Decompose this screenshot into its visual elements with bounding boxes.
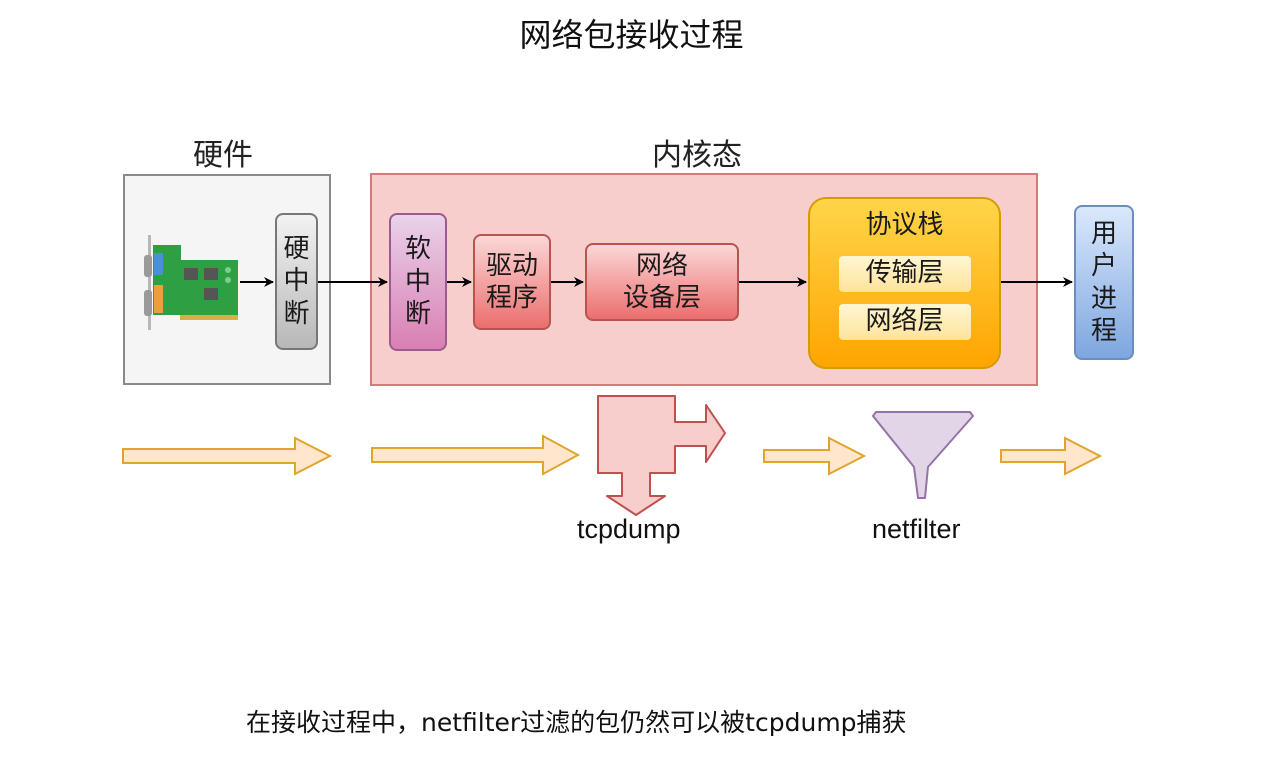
- transport-layer: 传输层: [838, 255, 971, 292]
- flow-arrow-4: [1000, 436, 1103, 476]
- netdev-label-line: 网络: [635, 250, 688, 281]
- tcpdump-split-icon: [597, 395, 726, 516]
- soft-irq-char: 断: [404, 299, 431, 330]
- hard-interrupt-node: 硬 中 断: [275, 213, 318, 350]
- kernel-label: 内核态: [652, 138, 742, 173]
- hard-irq-char: 断: [283, 298, 310, 329]
- protocol-stack-node: 协议栈 传输层 网络层: [808, 197, 1001, 369]
- network-card-icon: [144, 235, 238, 330]
- diagram-title: 网络包接收过程: [519, 16, 744, 54]
- flow-arrow-2: [371, 434, 581, 476]
- user-proc-char: 进: [1090, 283, 1117, 314]
- user-proc-char: 程: [1090, 316, 1117, 346]
- tcpdump-label: tcpdump: [577, 514, 681, 544]
- driver-label-line: 程序: [485, 283, 538, 313]
- user-proc-char: 用: [1090, 218, 1117, 249]
- flow-arrow-3: [763, 436, 867, 476]
- flow-arrow-1: [122, 436, 333, 476]
- network-device-node: 网络 设备层: [585, 243, 739, 321]
- soft-irq-char: 中: [404, 266, 431, 297]
- netfilter-funnel-icon: [872, 411, 974, 499]
- soft-irq-char: 软: [404, 234, 431, 265]
- diagram-caption: 在接收过程中，netfilter过滤的包仍然可以被tcpdump捕获: [246, 708, 907, 737]
- hard-irq-char: 硬: [283, 233, 310, 264]
- user-proc-char: 户: [1090, 251, 1117, 281]
- netfilter-label: netfilter: [872, 514, 961, 544]
- hardware-label: 硬件: [193, 138, 253, 173]
- hard-irq-char: 中: [283, 266, 310, 297]
- driver-label-line: 驱动: [485, 250, 538, 281]
- netdev-label-line: 设备层: [622, 283, 701, 313]
- driver-node: 驱动 程序: [473, 234, 551, 330]
- protocol-stack-title: 协议栈: [865, 210, 944, 240]
- soft-interrupt-node: 软 中 断: [389, 213, 447, 351]
- user-process-node: 用 户 进 程: [1074, 205, 1134, 360]
- network-layer: 网络层: [838, 303, 971, 340]
